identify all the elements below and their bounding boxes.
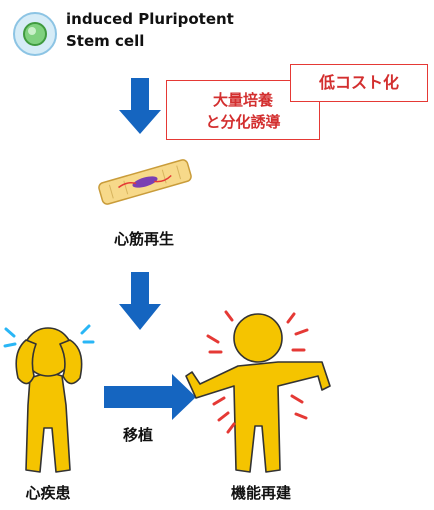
down-arrow-1 [119,78,161,134]
healthy-person-icon [185,310,331,473]
function-rebuild-label: 機能再建 [230,484,291,502]
culture-line1: 大量培養 [212,91,273,109]
ips-label-line1: induced Pluripotent [66,10,234,28]
heart-disease-label: 心疾患 [25,484,71,502]
transplant-label: 移植 [122,426,153,444]
regeneration-label: 心筋再生 [113,230,174,248]
low-cost-box: 低コスト化 [290,64,428,102]
ips-cell-label: induced Pluripotent Stem cell [66,8,234,52]
culture-line2: と分化誘導 [205,113,281,131]
ips-cell-icon [13,12,57,56]
ips-label-line2: Stem cell [66,32,145,50]
cardiomyocyte-icon [98,159,192,205]
worried-person-icon [3,324,95,473]
low-cost-label: 低コスト化 [318,73,399,92]
culture-differentiation-box: 大量培養 と分化誘導 [166,80,320,140]
right-arrow [104,374,196,420]
down-arrow-2 [119,272,161,330]
